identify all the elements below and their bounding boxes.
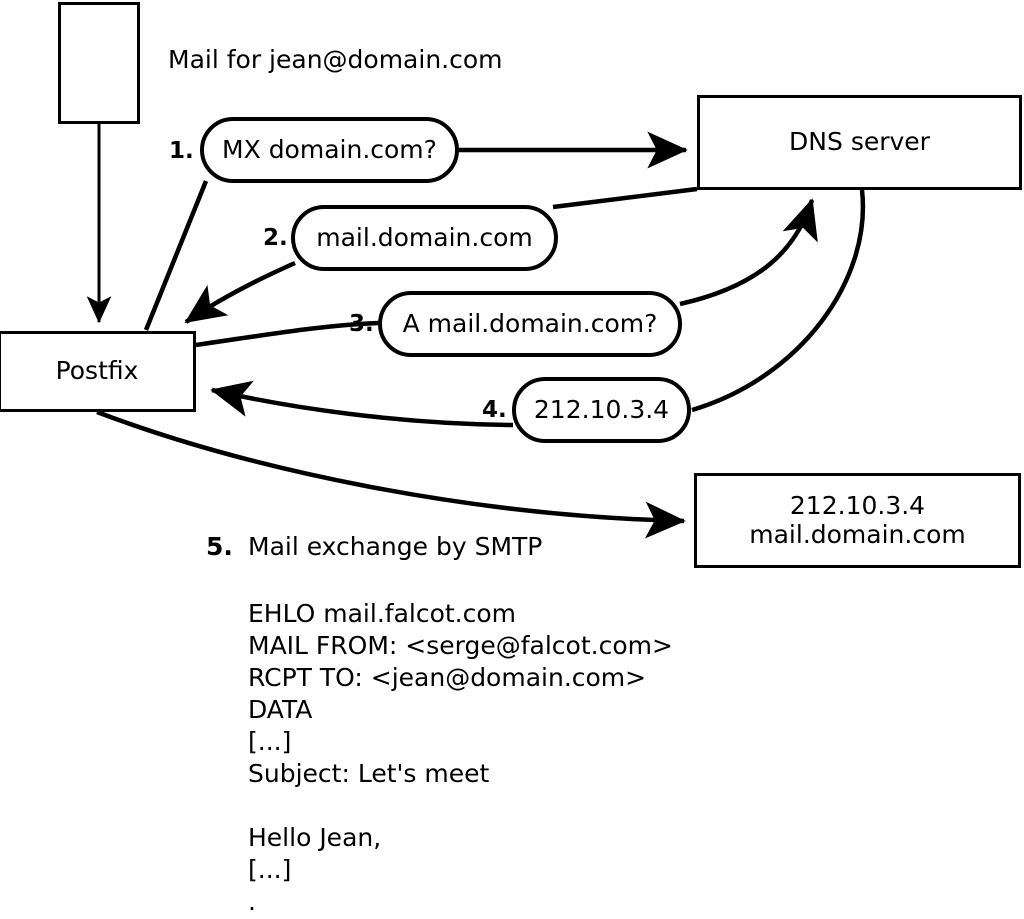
node-postfix-label: Postfix xyxy=(55,356,139,386)
mail-for-note: Mail for jean@domain.com xyxy=(168,45,503,74)
connector-dns-to-step2 xyxy=(552,186,698,210)
smtp-transcript: EHLO mail.falcot.com MAIL FROM: <serge@f… xyxy=(248,599,673,916)
step-3-label: A mail.domain.com? xyxy=(402,308,658,338)
step-2-pill[interactable]: mail.domain.com xyxy=(291,205,558,271)
connector-step2-to-postfix xyxy=(184,260,296,324)
step-4-label: 212.10.3.4 xyxy=(533,394,670,424)
node-mail-server[interactable]: 212.10.3.4 mail.domain.com xyxy=(694,473,1021,568)
step-4-number: 4. xyxy=(482,397,507,423)
node-dns-server[interactable]: DNS server xyxy=(697,95,1022,190)
connector-postfix-to-step3 xyxy=(195,320,380,348)
connector-postfix-to-mailserver xyxy=(96,409,686,539)
connector-step1-tail xyxy=(143,180,209,331)
node-sender-box[interactable] xyxy=(58,2,140,124)
step-2-number: 2. xyxy=(263,225,288,251)
node-postfix[interactable]: Postfix xyxy=(0,331,196,412)
step-2-label: mail.domain.com xyxy=(316,222,533,252)
node-mail-server-ip: 212.10.3.4 xyxy=(789,490,926,520)
step-1-pill[interactable]: MX domain.com? xyxy=(200,117,459,183)
step-4-pill[interactable]: 212.10.3.4 xyxy=(512,377,691,443)
step-3-pill[interactable]: A mail.domain.com? xyxy=(378,291,682,357)
node-mail-server-host: mail.domain.com xyxy=(749,519,966,549)
step-5-number: 5. xyxy=(206,532,233,561)
connector-step4-to-postfix xyxy=(210,380,514,428)
connector-dns-to-step4 xyxy=(691,189,866,413)
step-3-number: 3. xyxy=(349,311,374,337)
step-1-number: 1. xyxy=(169,138,194,164)
connector-step3-to-dns xyxy=(679,198,818,307)
node-dns-server-label: DNS server xyxy=(789,127,930,157)
step-1-label: MX domain.com? xyxy=(222,134,437,164)
step-5-label: Mail exchange by SMTP xyxy=(248,532,543,561)
